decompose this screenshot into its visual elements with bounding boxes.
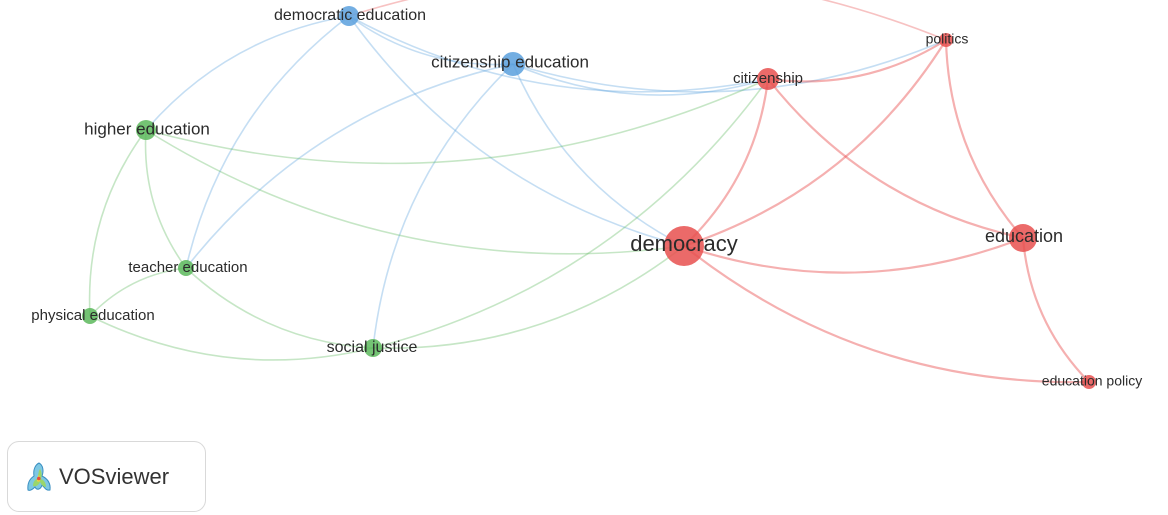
- label-democracy: democracy: [630, 231, 738, 256]
- node-democracy[interactable]: [664, 226, 704, 266]
- link-higher-education-physical-education: [88, 129, 147, 317]
- label-higher-education: higher education: [84, 119, 210, 138]
- node-higher-education[interactable]: [136, 120, 156, 140]
- node-citizenship-education[interactable]: [501, 52, 525, 76]
- label-social-justice: social justice: [327, 339, 418, 356]
- node-social-justice[interactable]: [364, 339, 382, 357]
- link-democracy-citizenship: [683, 78, 770, 247]
- link-citizenship-education-teacher-education: [185, 63, 514, 269]
- link-citizenship-politics: [767, 39, 947, 83]
- node-politics[interactable]: [939, 33, 953, 47]
- label-citizenship: citizenship: [733, 70, 803, 87]
- node-democratic-education[interactable]: [339, 6, 359, 26]
- link-democracy-education-policy: [683, 245, 1090, 384]
- link-democratic-education-citizenship: [348, 15, 769, 93]
- labels-layer: democratic education citizenship educatio…: [31, 7, 1142, 388]
- link-politics-democratic-education: [348, 0, 947, 41]
- link-politics-education: [944, 39, 1024, 239]
- links-layer: [88, 0, 1090, 384]
- label-citizenship-education: citizenship education: [431, 52, 589, 71]
- node-education[interactable]: [1009, 224, 1037, 252]
- link-citizenship-education-citizenship: [512, 63, 769, 96]
- link-teacher-education-physical-education: [89, 267, 187, 317]
- link-social-justice-democracy: [372, 245, 685, 350]
- link-social-justice-citizenship: [372, 78, 769, 349]
- label-democratic-education: democratic education: [274, 7, 426, 24]
- label-physical-education: physical education: [31, 307, 154, 324]
- label-education-policy: education policy: [1042, 373, 1142, 389]
- link-physical-education-social-justice: [89, 315, 374, 361]
- link-higher-education-teacher-education: [144, 129, 187, 269]
- link-citizenship-education-democracy: [512, 63, 685, 247]
- link-democratic-education-citizenship-education: [348, 15, 514, 66]
- nodes-layer: [82, 6, 1096, 389]
- node-citizenship[interactable]: [757, 68, 779, 90]
- label-education: education: [985, 226, 1063, 246]
- vosviewer-logo-text: VOSviewer: [59, 463, 170, 489]
- vosviewer-logo: VOSviewer: [7, 441, 206, 512]
- link-democratic-education-higher-education: [145, 15, 350, 131]
- link-higher-education-democracy: [145, 129, 685, 255]
- link-democratic-education-teacher-education: [185, 15, 350, 269]
- label-politics: politics: [926, 31, 969, 47]
- node-teacher-education[interactable]: [178, 260, 194, 276]
- link-citizenship-education-politics: [512, 39, 947, 93]
- label-teacher-education: teacher education: [128, 259, 247, 276]
- node-physical-education[interactable]: [82, 308, 98, 324]
- link-citizenship-education: [767, 78, 1024, 240]
- link-higher-education-citizenship: [145, 78, 769, 165]
- link-democratic-education-democracy: [348, 15, 685, 247]
- link-democracy-politics: [683, 39, 947, 248]
- node-education-policy[interactable]: [1082, 375, 1096, 389]
- link-citizenship-education-social-justice: [372, 63, 514, 349]
- vosviewer-logo-icon: [27, 461, 51, 491]
- link-teacher-education-social-justice: [185, 267, 374, 349]
- link-democracy-education: [683, 236, 1024, 274]
- link-education-education-policy: [1021, 237, 1090, 383]
